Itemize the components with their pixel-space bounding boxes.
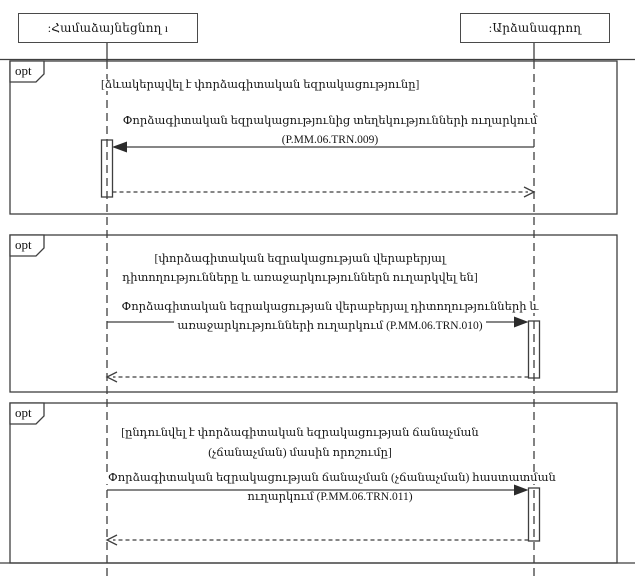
frame2-message-line1: Փորձագիտական եզրակացության վերաբերյալ դի…: [118, 301, 542, 313]
frame1-message-line2: (P.MM.06.TRN.009): [278, 134, 382, 146]
actor-box-recorder: :Արձանագրող: [460, 13, 610, 43]
frame2-guard: [փորձագիտական եզրակացության վերաբերյալ դ…: [80, 250, 520, 288]
message3-arrowhead: [514, 484, 529, 496]
frame3-border: [9, 402, 618, 564]
reply1-arrowhead: [523, 186, 536, 198]
message1-arrowhead: [112, 141, 127, 153]
actor-box-coordinator: :Համաձայնեցնող ı: [18, 13, 198, 43]
frame3-message-label: Փորձագիտական եզրակացության ճանաչման (չճա…: [105, 469, 559, 507]
frame2-message-line2: առաջարկությունների ուղարկում (P.MM.06.TR…: [174, 320, 486, 332]
frame3-operator-label: opt: [15, 405, 32, 420]
frame3-message-line2: ուղարկում (P.MM.06.TRN.011): [244, 491, 416, 503]
actor-label-recorder: :Արձանագրող: [488, 20, 582, 35]
frame1-guard: [ձևակերպվել է փորձագիտական եզրակացությու…: [98, 76, 423, 95]
message2-arrowhead: [514, 316, 529, 328]
frame1-border: [9, 60, 618, 215]
frame3-guard-line1: [ընդունվել է փորձագիտական եզրակացության …: [118, 427, 482, 439]
actor-label-coordinator: :Համաձայնեցնող ı: [47, 20, 169, 35]
frame1-message-label: Փորձագիտական եզրակացությունից տեղեկությո…: [105, 112, 555, 150]
frame1-operator-label: opt: [15, 63, 32, 78]
frame2-guard-line2: դիտողությունները և առաջարկություններն ու…: [119, 272, 481, 284]
frame1-message-line1: Փորձագիտական եզրակացությունից տեղեկությո…: [119, 115, 541, 127]
frame2-operator-label: opt: [15, 237, 32, 252]
activation-bar-2: [527, 320, 541, 379]
frame2-message-label: Փորձագիտական եզրակացության վերաբերյալ դի…: [105, 298, 555, 336]
activation-bar-1: [100, 139, 114, 198]
frame1-guard-line1: [ձևակերպվել է փորձագիտական եզրակացությու…: [98, 79, 423, 91]
frame2-operator-tab: [9, 234, 45, 257]
frame3-operator-tab: [9, 402, 45, 425]
frame1-operator-tab: [9, 60, 45, 83]
frame2-guard-line1: [փորձագիտական եզրակացության վերաբերյալ: [151, 253, 449, 265]
frame3-guard-line2: (չճանաչման) մասին որոշումը]: [205, 447, 395, 459]
frame3-guard: [ընդունվել է փորձագիտական եզրակացության …: [80, 423, 520, 463]
frame2-border: [9, 234, 618, 393]
reply2-arrowhead: [105, 371, 118, 383]
reply3-arrowhead: [105, 534, 118, 546]
activation-bar-3: [527, 487, 541, 542]
frame3-message-line1: Փորձագիտական եզրակացության ճանաչման (չճա…: [105, 472, 559, 484]
